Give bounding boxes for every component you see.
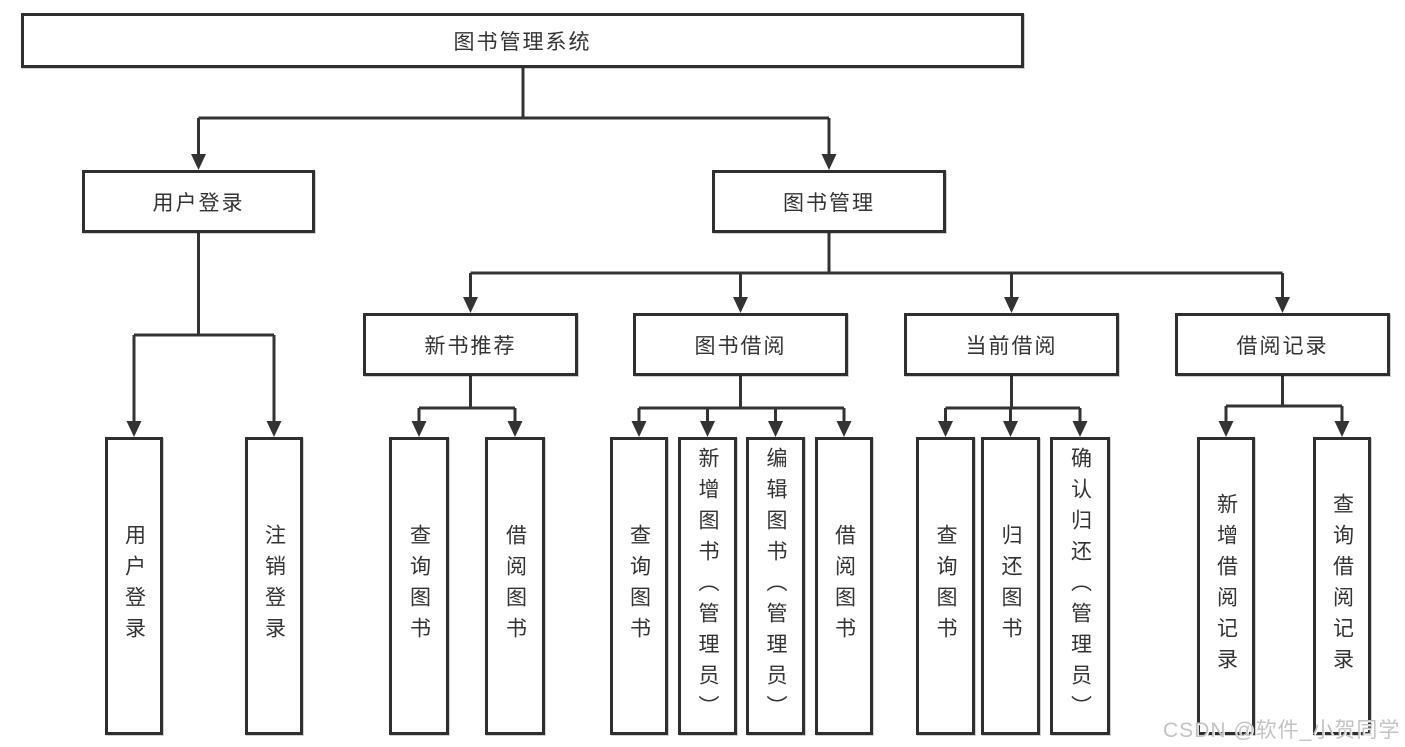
arrowheads	[126, 154, 1350, 437]
leaf-query-books: 查询图书	[610, 437, 668, 735]
leaf-user-login: 用户登录	[105, 437, 163, 735]
node-borrowing-records: 借阅记录	[1175, 313, 1390, 376]
node-user-login: 用户登录	[82, 170, 315, 233]
connector-new-book-branch	[417, 376, 517, 422]
node-book-management: 图书管理	[712, 170, 946, 233]
leaf-borrow-books: 借阅图书	[485, 437, 545, 735]
connector-current-borrowing-branch	[944, 376, 1082, 422]
csdn-watermark: CSDN @软件_小贺同学	[1163, 719, 1401, 742]
connector-root-to-level2	[197, 68, 831, 155]
leaf-query-books: 查询图书	[916, 437, 975, 735]
connector-book-borrowing-branch	[637, 376, 846, 422]
leaf-add-borrow-record: 新增借阅记录	[1197, 437, 1255, 735]
node-library-system: 图书管理系统	[21, 13, 1024, 68]
connector-user-login-branch	[132, 233, 276, 422]
leaf-query-borrow-record: 查询借阅记录	[1313, 437, 1371, 735]
node-new-book-recommendation: 新书推荐	[363, 313, 578, 376]
leaf-edit-books-admin: 编辑图书（管理员）	[746, 437, 805, 735]
node-book-borrowing: 图书借阅	[633, 313, 848, 376]
leaf-borrow-books: 借阅图书	[815, 437, 873, 735]
leaf-return-books: 归还图书	[981, 437, 1040, 735]
leaf-query-books: 查询图书	[389, 437, 449, 735]
leaf-logout: 注销登录	[245, 437, 303, 735]
node-current-borrowing: 当前借阅	[904, 313, 1119, 376]
connector-book-mgmt-branch	[469, 233, 1284, 298]
leaf-add-books-admin: 新增图书（管理员）	[678, 437, 737, 735]
leaf-confirm-return-admin: 确认归还（管理员）	[1050, 437, 1110, 735]
connector-borrow-records-branch	[1224, 376, 1344, 422]
